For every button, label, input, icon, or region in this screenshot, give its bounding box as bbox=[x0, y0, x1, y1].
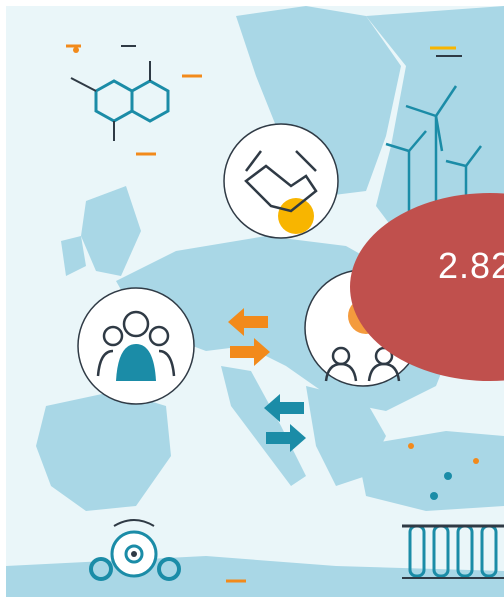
gears-icon bbox=[89, 519, 181, 581]
handshake-icon bbox=[223, 123, 339, 239]
team-people-icon bbox=[77, 287, 195, 405]
value-badge-text: 2.82 bbox=[438, 245, 504, 286]
molecule-icon bbox=[70, 61, 170, 141]
exchange-arrows-orange bbox=[228, 308, 270, 366]
map-markers bbox=[73, 47, 479, 500]
exchange-arrows-blue bbox=[264, 394, 306, 452]
decorative-dashes bbox=[66, 44, 462, 583]
test-tubes-icon bbox=[402, 524, 504, 579]
